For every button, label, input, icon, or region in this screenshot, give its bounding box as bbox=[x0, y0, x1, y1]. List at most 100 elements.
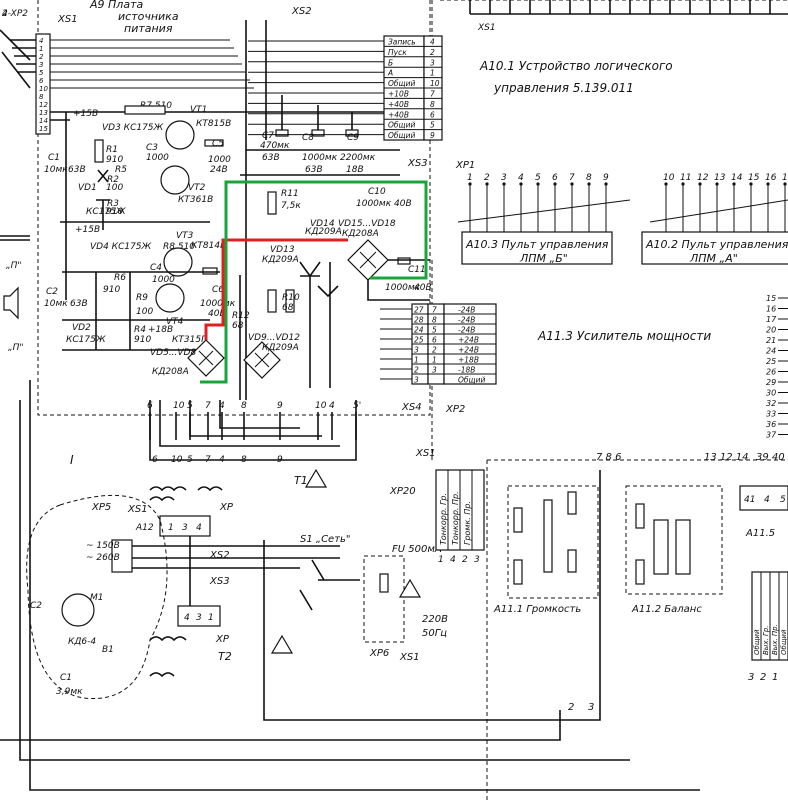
wire-label-3: 3 bbox=[588, 702, 594, 713]
a12-tap-block bbox=[111, 539, 133, 573]
xs4-pin-left: 27 bbox=[414, 306, 424, 315]
label-c7: C7 bbox=[262, 131, 274, 141]
xs3-signal: Пуск bbox=[388, 48, 407, 57]
a12-pin-1: 1 bbox=[168, 523, 174, 533]
label-kc175b: КС175Ж bbox=[66, 335, 106, 345]
a10-pin-12: 12 bbox=[697, 173, 709, 183]
a11-2-pot-1 bbox=[635, 503, 645, 529]
label-vd2: VD2 bbox=[72, 323, 91, 333]
xs3-pin: 7 bbox=[430, 90, 435, 99]
a10-pin-dot bbox=[502, 182, 506, 186]
a11-3-side-number: 30 bbox=[766, 389, 776, 398]
sig-col-1: Тонкорр. Гр. bbox=[439, 493, 448, 545]
label-c11: C11 bbox=[408, 265, 426, 275]
label-c6-value: 1000мк bbox=[200, 299, 236, 309]
a10-pin-5: 5 bbox=[535, 173, 541, 183]
a10-pin-dot bbox=[783, 182, 787, 186]
a11-3-side-number: 15 bbox=[766, 294, 776, 303]
diode-vd1-symbol bbox=[96, 169, 110, 230]
a11-1-outline bbox=[507, 485, 599, 599]
capacitor-bank-wiring bbox=[240, 20, 400, 400]
a10-2-pin-row: 101112131415161718 bbox=[663, 173, 788, 232]
label-c1-voltage: 63В bbox=[68, 165, 86, 175]
label-c3-value: 1000 bbox=[146, 153, 169, 163]
xs4-pin-right: 7 bbox=[432, 306, 437, 315]
label-c11-voltage: 40В bbox=[414, 283, 432, 293]
label-2-xp2: 4 bbox=[2, 9, 8, 19]
motor-m1 bbox=[61, 593, 95, 627]
a11-3-side-number: 24 bbox=[766, 347, 776, 356]
switch-s1 bbox=[299, 559, 360, 611]
label-vt2: VT2 bbox=[188, 183, 206, 193]
xs1-pin-10: 10 bbox=[39, 85, 48, 93]
bridge-vd5-diodes bbox=[198, 350, 214, 366]
xs3-pin: 3 bbox=[430, 58, 435, 67]
a12-pin-3: 3 bbox=[182, 523, 188, 533]
a12-pin-b4: 4 bbox=[184, 613, 190, 623]
label-xp-bottom: XP bbox=[215, 634, 230, 645]
a10-pin-7: 7 bbox=[569, 173, 575, 183]
xs1-pin-4: 4 bbox=[39, 37, 43, 45]
harness-loops bbox=[149, 400, 357, 461]
label-c2-value: 10мк bbox=[44, 299, 68, 309]
a10-pin-11: 11 bbox=[680, 173, 691, 183]
label-c4: C4 bbox=[150, 263, 162, 273]
xs3-signal: Общий bbox=[388, 121, 415, 130]
label-r9-value: 100 bbox=[136, 307, 153, 317]
label-r8: R8 510 bbox=[163, 242, 195, 252]
label-c2: C2 bbox=[46, 287, 58, 297]
a11-3-side-number: 26 bbox=[766, 368, 776, 377]
xs4-pin-left: 3 bbox=[414, 346, 419, 355]
xs4-value: +24В bbox=[458, 346, 479, 355]
a10-pin-14: 14 bbox=[731, 173, 743, 183]
xs1-pin-2: 2 bbox=[39, 53, 44, 61]
transistor-vt4 bbox=[155, 283, 185, 313]
label-c8: C8 bbox=[302, 133, 314, 143]
xs4-pin-left: 1 bbox=[414, 356, 419, 365]
label-t1: T1 bbox=[294, 474, 308, 487]
label-c9-value: 2200мк bbox=[340, 153, 376, 163]
bridge-vd15-diodes bbox=[359, 251, 377, 269]
wire-label-2: 2 bbox=[568, 702, 574, 713]
xs4-value: Общий bbox=[458, 376, 485, 385]
label-vd14-top: КД209А bbox=[305, 227, 342, 237]
label-xp-a12: XP bbox=[219, 502, 234, 513]
label-r10: R10 bbox=[282, 293, 300, 303]
a11-3-label: А11.3 Усилитель мощности bbox=[537, 329, 711, 343]
harness-diagonals bbox=[0, 29, 31, 89]
xs3-pin: 4 bbox=[430, 38, 435, 47]
label-kt315: КТ315Г bbox=[172, 335, 207, 345]
label-vd13-value: КД209А bbox=[262, 255, 299, 265]
label-vt3: VT3 bbox=[176, 231, 194, 241]
xs1-pin-13: 13 bbox=[39, 109, 48, 117]
xs4-pin-right: 2 bbox=[432, 346, 437, 355]
a11-3-side-number: 20 bbox=[766, 326, 776, 335]
xs4-value: -18В bbox=[458, 366, 475, 375]
signal-pin-1: 1 bbox=[438, 555, 444, 565]
label-kt815b: КТ815В bbox=[196, 119, 231, 129]
xs1-pin-5: 5 bbox=[39, 69, 44, 77]
harness-top-number: 8 bbox=[241, 401, 247, 411]
a10-pin-4: 4 bbox=[518, 173, 524, 183]
label-a12: А12 bbox=[135, 523, 154, 533]
diodes-vd13-vd14 bbox=[299, 261, 339, 388]
harness-top-number: 9 bbox=[277, 401, 283, 411]
label-c1: C1 bbox=[48, 153, 60, 163]
label-c2-voltage: 63В bbox=[70, 299, 88, 309]
label-c4-value: 1000 bbox=[152, 275, 175, 285]
warning-triangle-t2 bbox=[270, 634, 294, 654]
a10-pin-dot bbox=[519, 182, 523, 186]
label-r12-value: 68 bbox=[232, 321, 244, 331]
a10-xs1-label: XS1 bbox=[477, 23, 496, 33]
a11-5-pins-top: 39 40 38 bbox=[756, 452, 788, 463]
xs1-pin-12: 12 bbox=[39, 101, 48, 109]
a10-3-box bbox=[461, 231, 613, 265]
label-c6: C6 bbox=[212, 285, 224, 295]
label-c5-value: 1000 bbox=[208, 155, 231, 165]
a11-5-pin-3: 3 bbox=[748, 672, 754, 683]
label-c8-value: 1000мк bbox=[302, 153, 338, 163]
a10-pin-dot bbox=[536, 182, 540, 186]
a12-pin-b1: 1 bbox=[208, 613, 214, 623]
